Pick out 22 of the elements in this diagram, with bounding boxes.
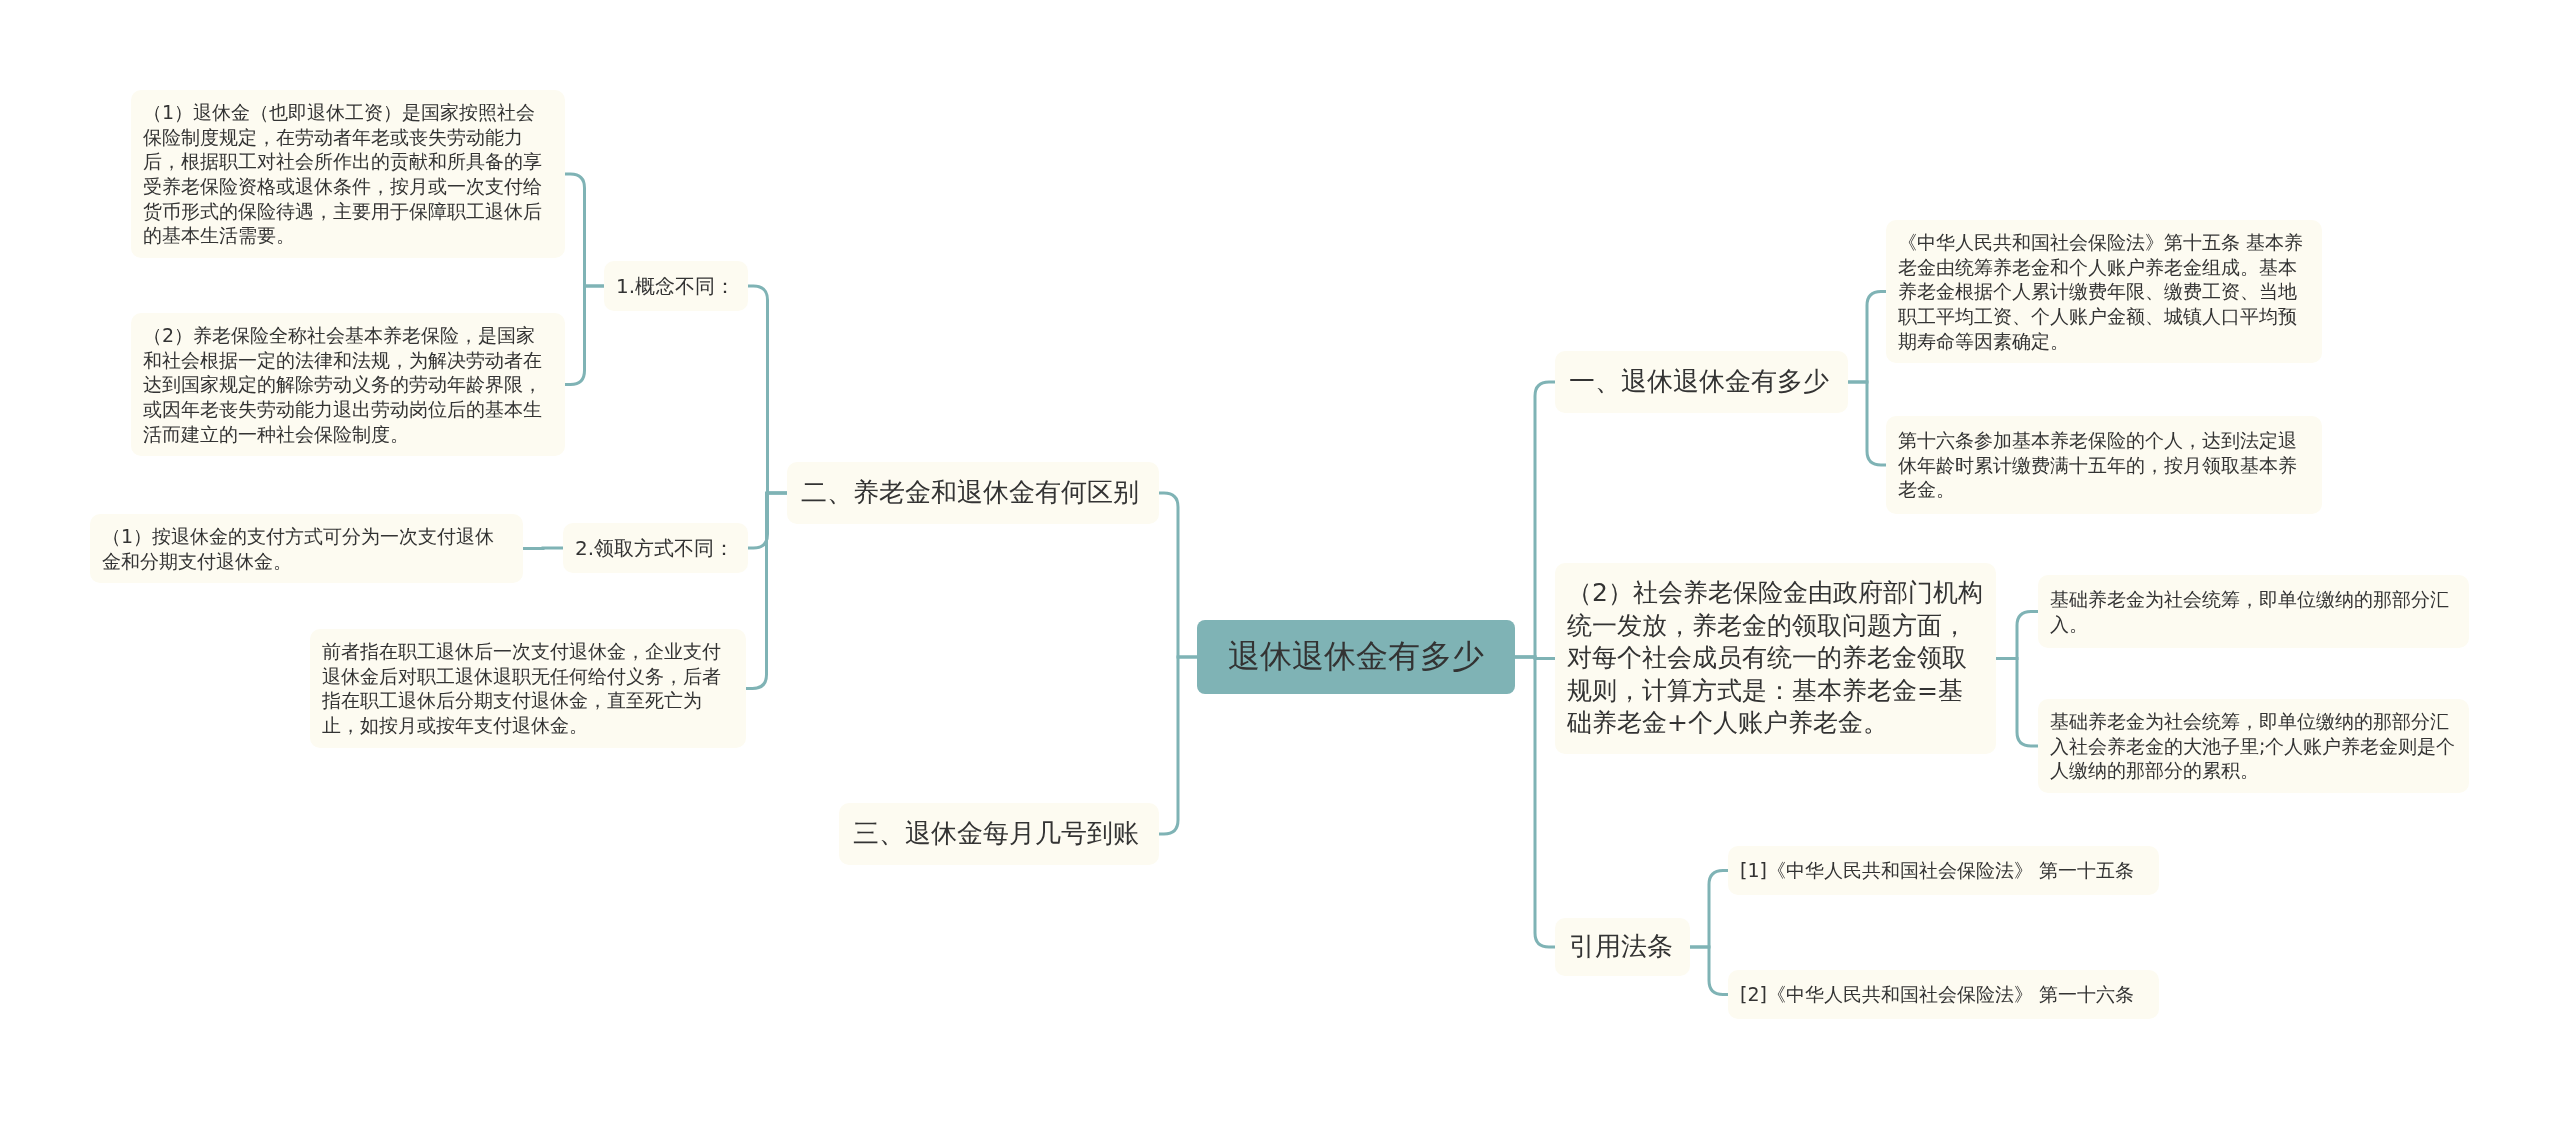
topic-box: 基础养老金为社会统筹，即单位缴纳的那部分汇入社会养老金的大池子里;个人账户养老金则是个人缴纳的那部分的累积。 <box>2038 699 2469 794</box>
central-topic-box: 退休退休金有多少 <box>1197 620 1515 694</box>
connector <box>1996 657 2038 748</box>
topic-box: （1）退休金（也即退休工资）是国家按照社会保险制度规定，在劳动者年老或丧失劳动能力后，根据职工对社会所作出的贡献和所具备的享受养老保险资格或退休条件，按月或一次支付给货币形式的保险待遇，主要用于保障职工退休后的基本生活需要。 <box>131 90 565 259</box>
topic-box: 《中华人民共和国社会保险法》第十五条 基本养老金由统筹养老金和个人账户养老金组成。基本养老金根据个人累计缴费年限、缴费工资、当地职工平均工资、个人账户金额、城镇人口平均预期寿命等因素确定。 <box>1886 220 2322 364</box>
topic-box: 二、养老金和退休金有何区别 <box>787 462 1159 524</box>
connector <box>1690 945 1728 996</box>
topic-box: 1.概念不同： <box>604 261 748 311</box>
topic-box: 基础养老金为社会统筹，即单位缴纳的那部分汇入。 <box>2038 575 2469 649</box>
topic-box: 前者指在职工退休后一次支付退休金，企业支付退休金后对职工退休退职无任何给付义务，后者指在职工退休后分期支付退休金，直至死亡为止，如按月或按年支付退休金。 <box>310 629 746 748</box>
connector <box>523 546 563 550</box>
topic-box: [2]《中华人民共和国社会保险法》 第一十六条 <box>1728 970 2159 1019</box>
topic-box: （2）养老保险全称社会基本养老保险，是国家和社会根据一定的法律和法规，为解决劳动者在达到国家规定的解除劳动义务的劳动年龄界限，或因年老丧失劳动能力退出劳动岗位后的基本生活而建立的一种社会保险制度。 <box>131 313 565 457</box>
topic-box: （2）社会养老保险金由政府部门机构统一发放，养老金的领取问题方面，对每个社会成员有统一的养老金领取规则，计算方式是：基本养老金=基础养老金+个人账户养老金。 <box>1555 563 1996 754</box>
topic-box: 第十六条参加基本养老保险的个人，达到法定退休年龄时累计缴费满十五年的，按月领取基本养老金。 <box>1886 416 2322 515</box>
topic-box: 一、退休退休金有多少 <box>1555 351 1848 413</box>
connector <box>746 491 787 690</box>
topic-box: 引用法条 <box>1555 918 1690 976</box>
topic-box: （1）按退休金的支付方式可分为一次支付退休金和分期支付退休金。 <box>90 514 523 584</box>
topic-box: 2.领取方式不同： <box>563 523 748 573</box>
topic-box: [1]《中华人民共和国社会保险法》 第一十五条 <box>1728 846 2159 895</box>
topic-box: 三、退休金每月几号到账 <box>839 803 1159 865</box>
